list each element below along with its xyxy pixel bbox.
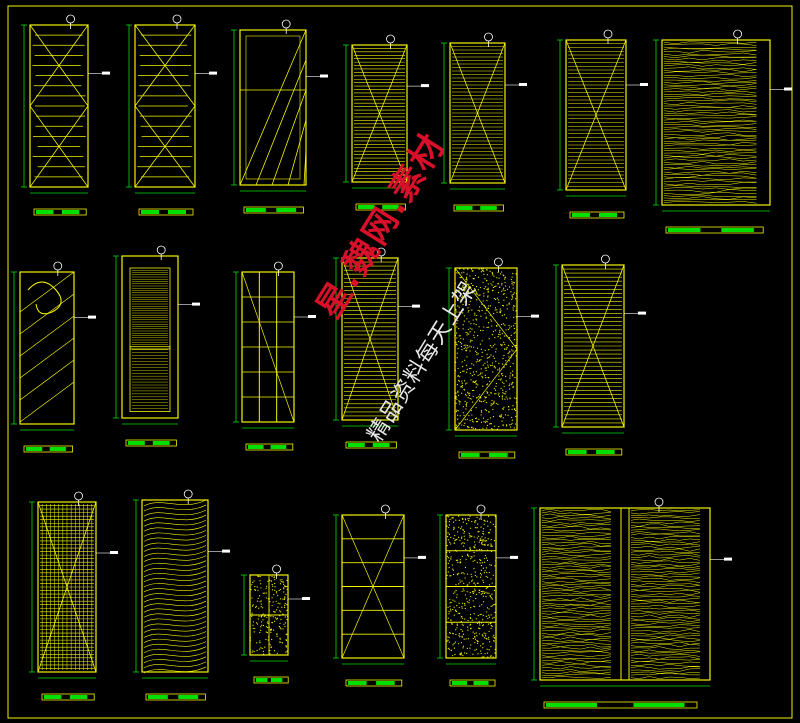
- door-elevation-d11: [333, 247, 420, 449]
- door-elevation-d1: [21, 14, 110, 216]
- door-elevation-d18: [437, 504, 518, 687]
- door-elevation-d6: [557, 29, 648, 219]
- door-elevation-d4: [343, 34, 429, 211]
- door-elevation-d2: [126, 14, 217, 216]
- door-elevation-d12: [446, 257, 539, 459]
- door-elevation-d8: [11, 261, 96, 453]
- door-elevation-d5: [441, 32, 527, 212]
- sheet-border: [7, 5, 793, 719]
- door-elevation-d10: [233, 261, 316, 451]
- door-elevation-d14: [29, 491, 118, 701]
- door-elevation-d15: [133, 489, 230, 701]
- door-elevation-d9: [113, 245, 200, 447]
- door-elevation-d17: [333, 504, 426, 687]
- door-elevation-d13: [553, 254, 646, 456]
- door-elevation-d16: [241, 564, 310, 684]
- door-elevation-d3: [231, 19, 328, 214]
- door-elevation-d19: [531, 497, 732, 709]
- door-elevation-d7: [653, 29, 792, 234]
